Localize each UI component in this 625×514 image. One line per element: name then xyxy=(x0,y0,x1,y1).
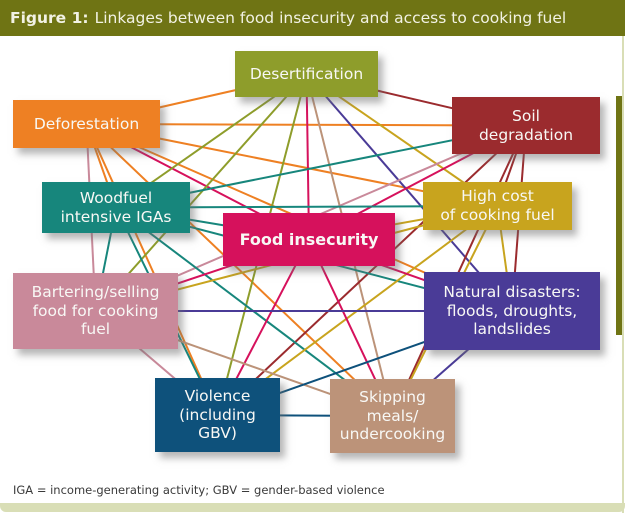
edge-desertification-food xyxy=(305,73,310,240)
node-soil: Soil degradation xyxy=(452,97,600,154)
node-skipping: Skipping meals/ undercooking xyxy=(330,379,455,453)
edge-deforestation-skipping xyxy=(85,123,394,417)
frame-right-accent-bar xyxy=(616,96,622,335)
node-deforestation: Deforestation xyxy=(13,100,160,148)
edge-soil-violence xyxy=(216,124,527,416)
node-bartering: Bartering/selling food for cooking fuel xyxy=(13,273,178,349)
figure-title-bar: Figure 1: Linkages between food insecuri… xyxy=(0,0,625,36)
edge-deforestation-violence xyxy=(85,123,219,416)
node-desertification: Desertification xyxy=(235,51,378,97)
edge-desertification-natural xyxy=(305,73,513,312)
figure-number-label: Figure 1: xyxy=(10,9,89,27)
abbreviation-footnote: IGA = income-generating activity; GBV = … xyxy=(13,483,385,497)
node-natural: Natural disasters: floods, droughts, lan… xyxy=(424,272,600,350)
node-food: Food insecurity xyxy=(223,213,395,266)
frame-right-border xyxy=(622,36,624,513)
figure-title-text: Linkages between food insecurity and acc… xyxy=(94,9,567,27)
node-woodfuel: Woodfuel intensive IGAs xyxy=(42,182,190,233)
frame-bottom-border xyxy=(0,503,625,512)
node-violence: Violence (including GBV) xyxy=(155,378,280,452)
edge-desertification-bartering xyxy=(94,73,308,312)
node-highcost: High cost of cooking fuel xyxy=(423,182,572,230)
edge-soil-skipping xyxy=(391,125,527,417)
